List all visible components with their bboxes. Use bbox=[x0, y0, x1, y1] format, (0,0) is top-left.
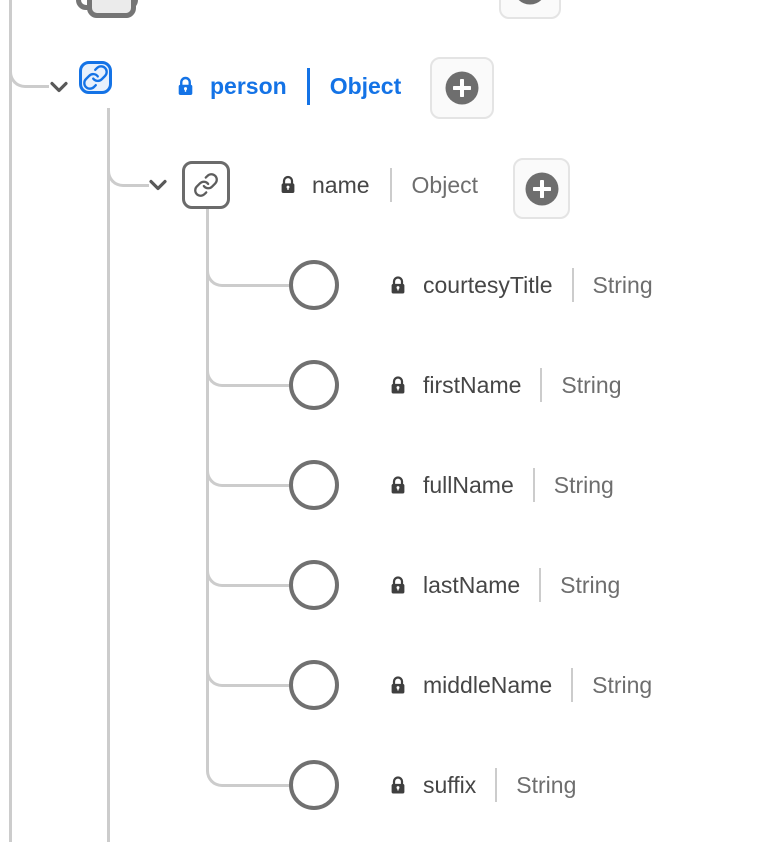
connector-elbow bbox=[206, 456, 290, 487]
link-icon bbox=[83, 65, 108, 90]
field-type: String bbox=[561, 371, 622, 398]
divider bbox=[539, 568, 542, 602]
field-name: lastName bbox=[423, 571, 521, 598]
field-row-firstName[interactable]: firstName String bbox=[390, 362, 622, 408]
field-name: suffix bbox=[423, 771, 477, 798]
field-circle-icon[interactable] bbox=[289, 260, 339, 310]
field-row-middleName[interactable]: middleName String bbox=[390, 662, 652, 708]
plus-circle-icon bbox=[518, 0, 542, 5]
field-type: String bbox=[592, 271, 653, 298]
connector-trunk-root bbox=[9, 0, 12, 842]
divider bbox=[495, 768, 498, 802]
add-field-button[interactable] bbox=[499, 0, 561, 19]
node-type: Object bbox=[411, 171, 479, 198]
person-node-label[interactable]: person Object bbox=[177, 63, 401, 109]
lock-icon bbox=[280, 175, 296, 195]
connector-elbow bbox=[206, 656, 290, 687]
divider bbox=[306, 67, 310, 105]
connector-trunk-name bbox=[206, 207, 209, 762]
connector-elbow bbox=[107, 156, 149, 187]
add-field-button[interactable] bbox=[430, 57, 494, 119]
plus-circle-icon bbox=[525, 172, 558, 205]
connector-elbow bbox=[206, 754, 290, 787]
lock-icon bbox=[390, 575, 406, 596]
field-row-courtesyTitle[interactable]: courtesyTitle String bbox=[390, 262, 653, 308]
lock-icon bbox=[390, 675, 406, 696]
link-icon bbox=[194, 173, 218, 197]
field-type: String bbox=[553, 471, 614, 498]
lock-icon bbox=[390, 275, 406, 296]
divider bbox=[571, 668, 574, 702]
chevron-down-icon[interactable] bbox=[50, 81, 68, 93]
connector-elbow bbox=[206, 356, 290, 387]
field-type: String bbox=[560, 571, 621, 598]
layers-icon[interactable] bbox=[87, 0, 136, 18]
node-name: name bbox=[312, 171, 370, 198]
node-name: person bbox=[210, 72, 287, 99]
field-row-suffix[interactable]: suffix String bbox=[390, 762, 576, 808]
connector-elbow bbox=[9, 57, 49, 88]
lock-icon bbox=[390, 375, 406, 396]
field-name: courtesyTitle bbox=[423, 271, 553, 298]
person-node-link-icon[interactable] bbox=[79, 61, 112, 94]
field-type: String bbox=[592, 671, 653, 698]
field-circle-icon[interactable] bbox=[289, 660, 339, 710]
field-type: String bbox=[516, 771, 577, 798]
field-circle-icon[interactable] bbox=[289, 360, 339, 410]
divider bbox=[532, 468, 535, 502]
field-name: middleName bbox=[423, 671, 553, 698]
field-circle-icon[interactable] bbox=[289, 460, 339, 510]
name-node-link-icon[interactable] bbox=[182, 161, 230, 209]
field-name: firstName bbox=[423, 371, 522, 398]
add-field-button[interactable] bbox=[513, 158, 570, 219]
connector-trunk-person bbox=[107, 108, 110, 842]
name-node-label[interactable]: name Object bbox=[280, 162, 478, 208]
field-circle-icon[interactable] bbox=[289, 760, 339, 810]
divider bbox=[389, 168, 392, 202]
field-name: fullName bbox=[423, 471, 514, 498]
lock-icon bbox=[390, 475, 406, 496]
field-row-lastName[interactable]: lastName String bbox=[390, 562, 620, 608]
chevron-down-icon[interactable] bbox=[149, 179, 167, 191]
field-row-fullName[interactable]: fullName String bbox=[390, 462, 614, 508]
field-circle-icon[interactable] bbox=[289, 560, 339, 610]
divider bbox=[540, 368, 543, 402]
lock-icon bbox=[390, 775, 406, 796]
connector-elbow bbox=[206, 256, 290, 287]
divider bbox=[571, 268, 574, 302]
lock-icon bbox=[177, 76, 194, 97]
connector-elbow bbox=[206, 556, 290, 587]
plus-circle-icon bbox=[445, 71, 479, 105]
node-type: Object bbox=[329, 72, 402, 99]
